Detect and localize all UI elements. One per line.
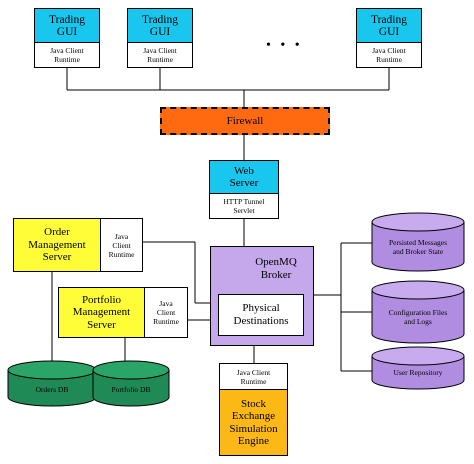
phys-label: Destinations xyxy=(233,315,289,327)
runtime-label: Java Client xyxy=(372,46,406,55)
runtime-label: Runtime xyxy=(54,55,80,64)
runtime-label: Java xyxy=(114,231,129,241)
orders-db-label: Orders DB xyxy=(35,384,69,394)
trading-gui-2-title2: GUI xyxy=(149,25,171,38)
engine-title: Engine xyxy=(237,435,270,447)
store-label-line: Configuration Files xyxy=(388,308,448,317)
store-label-line: User Repository xyxy=(393,367,443,377)
engine-title: Exchange xyxy=(231,410,276,422)
store-cylinder-users xyxy=(371,346,465,390)
store-label-line: and Logs xyxy=(404,317,432,326)
store-label-users: User Repository xyxy=(372,364,464,380)
trading-gui-1-title: Trading xyxy=(49,13,85,26)
runtime-label: Client xyxy=(156,308,176,317)
ellipsis: • • • xyxy=(266,38,303,53)
runtime-label: Runtime xyxy=(147,55,173,64)
runtime-label: Java Client xyxy=(143,46,177,55)
broker-title: OpenMQ Broker xyxy=(246,256,306,281)
web-server-title2: Server xyxy=(229,177,259,189)
store-cylinder-persisted xyxy=(371,212,465,272)
orders-db-cylinder xyxy=(7,360,97,407)
runtime-label: Runtime xyxy=(108,249,135,259)
runtime-label: Client xyxy=(112,240,131,250)
portfolio-db-label: Portfolio DB xyxy=(111,384,151,394)
order-title: Server xyxy=(42,251,72,264)
store-cylinder-config xyxy=(371,280,465,344)
trading-gui-3-title2: GUI xyxy=(378,25,400,38)
portfolio-title: Management xyxy=(72,306,131,319)
broker-title-line2: Broker xyxy=(260,268,292,281)
order-title: Management xyxy=(28,238,86,251)
order-title: Order xyxy=(44,226,70,239)
phys-label: Physical xyxy=(242,302,280,314)
portfolio-title: Server xyxy=(87,318,116,331)
servlet-label: Servlet xyxy=(233,206,255,215)
trading-gui-3-title: Trading xyxy=(371,13,407,26)
trading-gui-2-title: Trading xyxy=(142,13,178,26)
servlet-label: HTTP Tunnel xyxy=(223,197,265,206)
portfolio-title: Portfolio xyxy=(81,293,122,306)
broker-title-line1: OpenMQ xyxy=(255,256,297,268)
runtime-label: Java Client xyxy=(50,46,84,55)
firewall: Firewall xyxy=(160,107,330,135)
engine-title: Stock xyxy=(240,397,267,410)
runtime-label: Java Client xyxy=(236,367,271,377)
engine-title: Simulation xyxy=(229,422,278,435)
runtime-label: Runtime xyxy=(376,55,402,64)
trading-gui-1-title2: GUI xyxy=(56,25,78,38)
runtime-label: Runtime xyxy=(153,317,179,326)
portfolio-db-cylinder xyxy=(92,360,170,407)
firewall-label: Firewall xyxy=(226,115,264,127)
web-server-title: Web xyxy=(234,165,254,177)
runtime-label: Runtime xyxy=(240,376,267,386)
store-label-line: and Broker State xyxy=(392,247,444,256)
runtime-label: Java xyxy=(159,299,173,308)
store-label-line: Persisted Messages xyxy=(388,238,448,247)
